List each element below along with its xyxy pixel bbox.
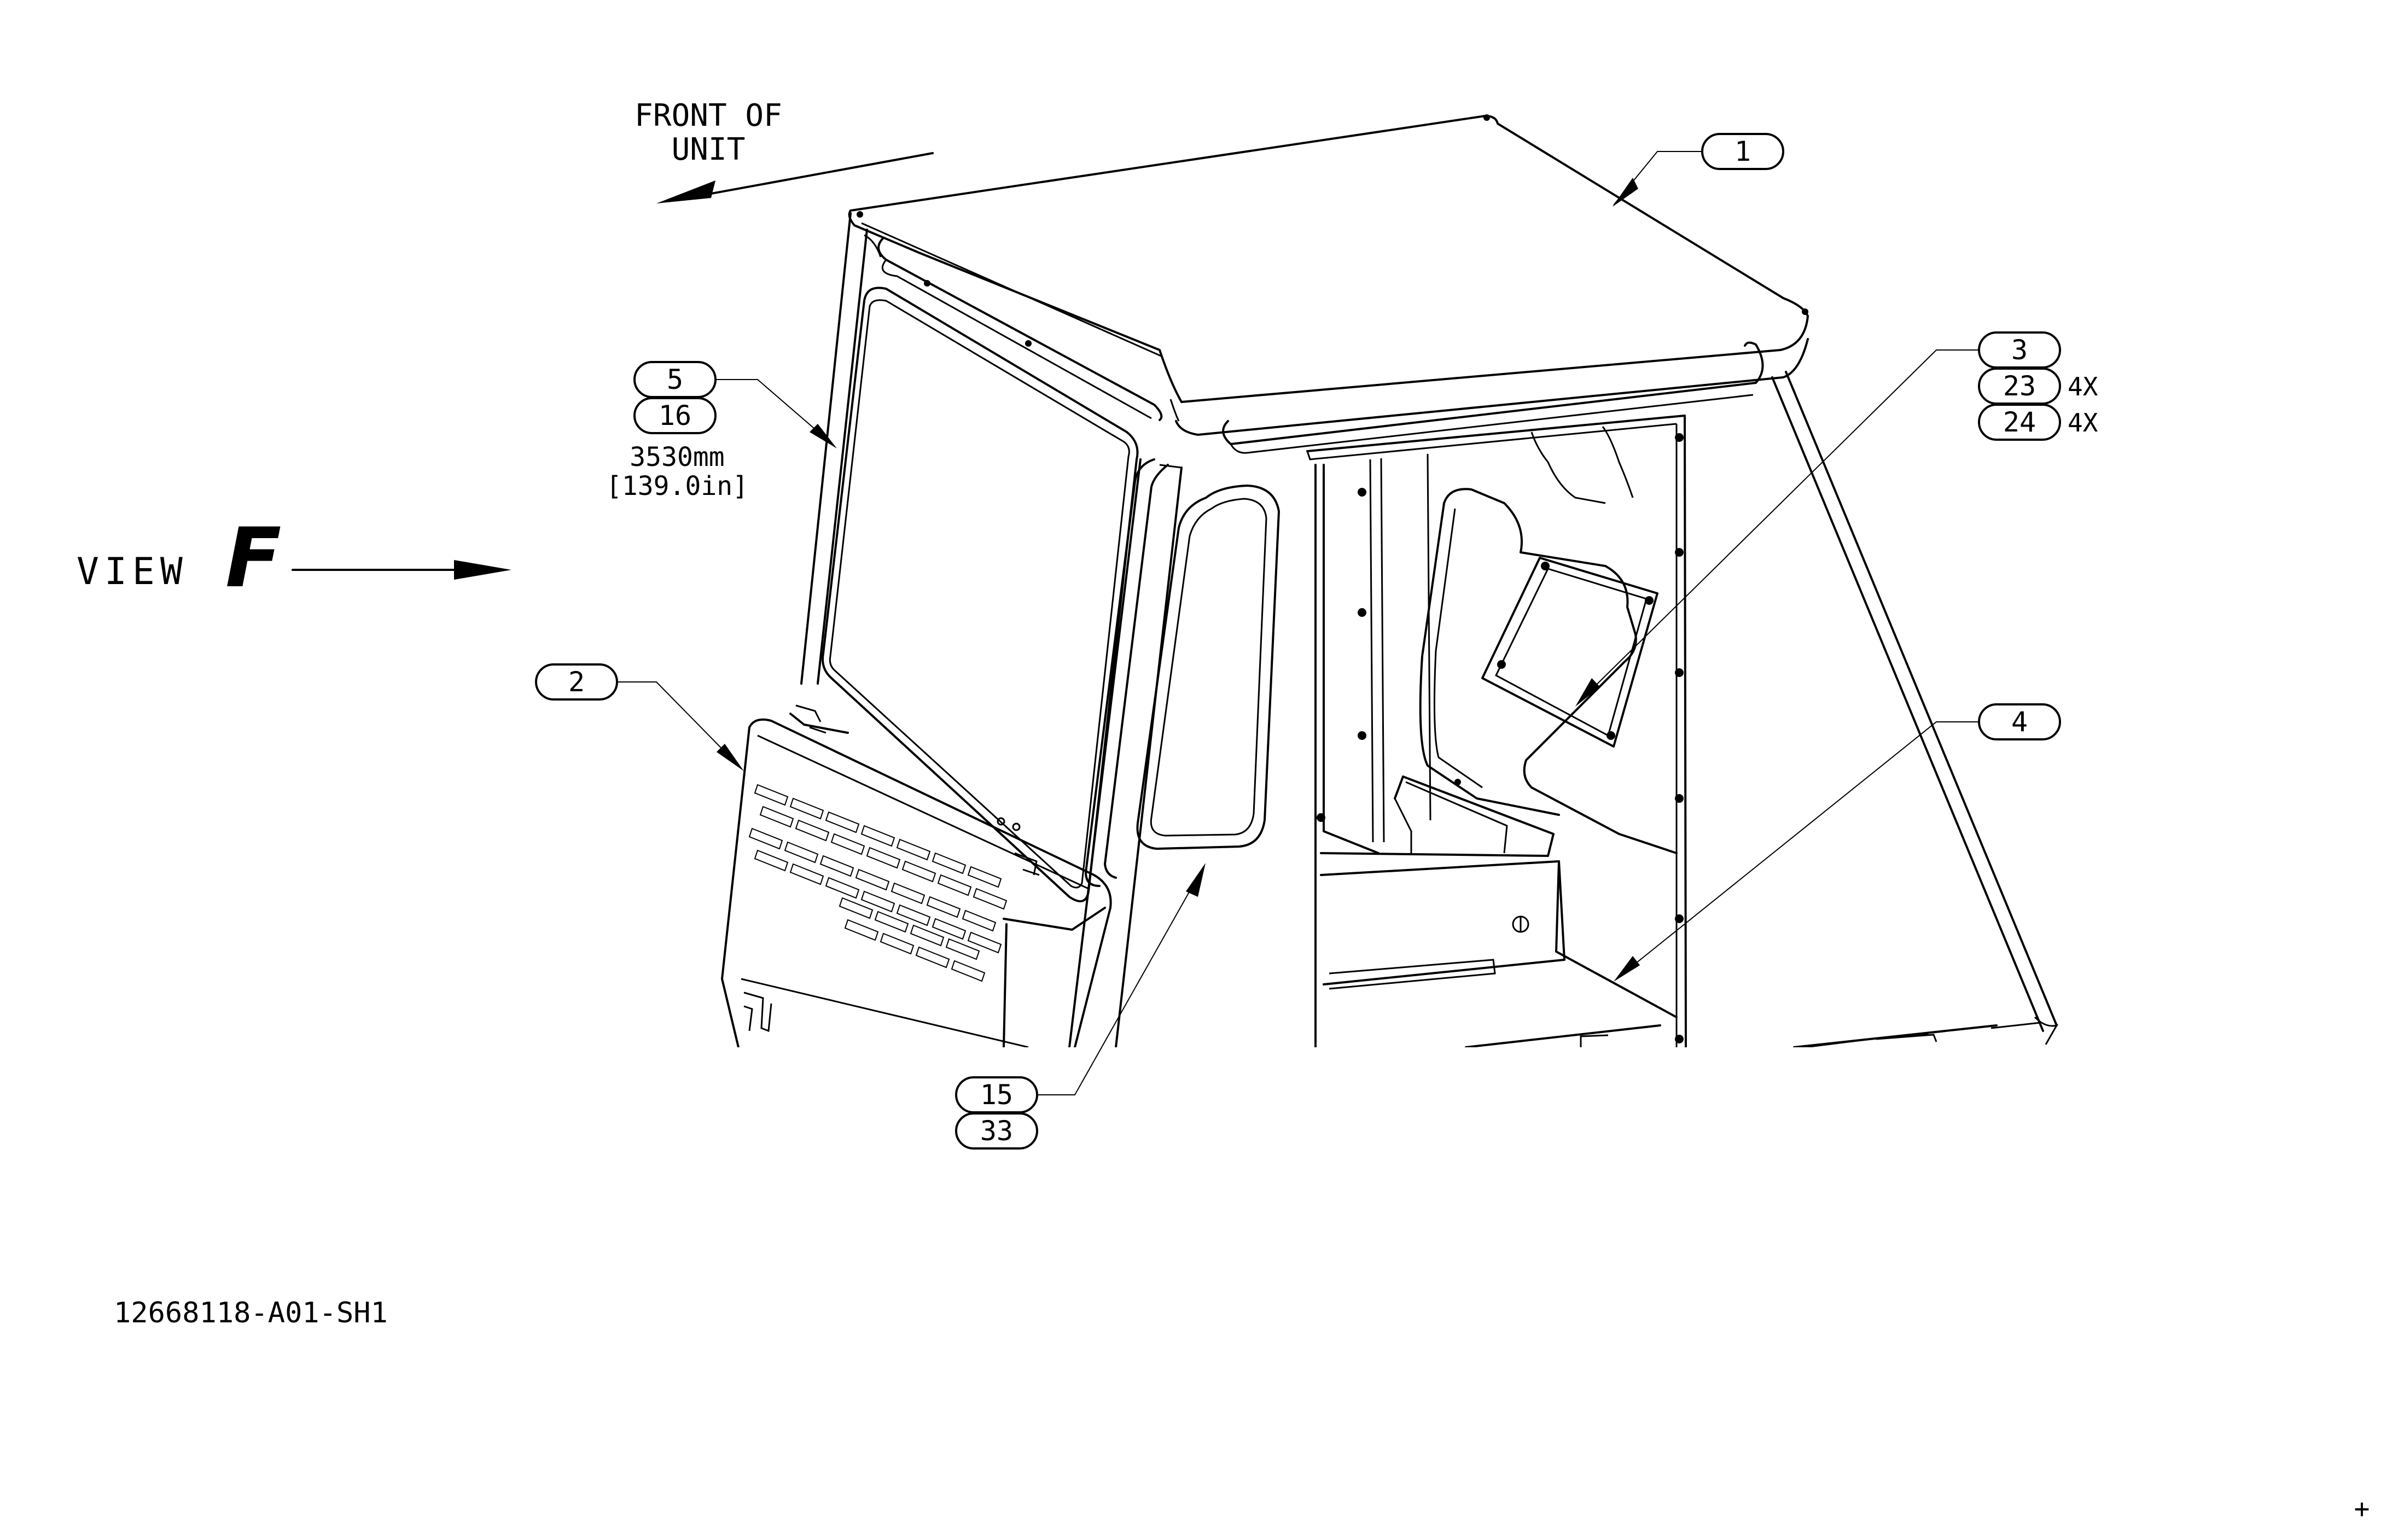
callout-2: 2: [535, 663, 744, 771]
cab-illustration: [721, 114, 2059, 1047]
view-f-label: VIEW F: [77, 511, 281, 606]
callout-3-23-24: 3 23 24 4X 4X: [1575, 331, 2098, 707]
svg-text:5: 5: [667, 364, 683, 395]
svg-text:UNIT: UNIT: [672, 132, 746, 167]
svg-text:1: 1: [1735, 136, 1751, 167]
svg-text:3530mm: 3530mm: [630, 442, 724, 472]
view-f-arrow: [292, 560, 511, 580]
svg-text:15: 15: [980, 1079, 1013, 1111]
svg-text:4X: 4X: [2068, 408, 2098, 438]
callout-4: 4: [1614, 703, 2061, 982]
svg-text:24: 24: [2003, 406, 2036, 438]
svg-text:4X: 4X: [2068, 372, 2098, 401]
svg-text:F: F: [225, 511, 281, 606]
vent-slots: [748, 784, 1008, 982]
corner-mark: +: [2354, 1494, 2370, 1524]
svg-text:16: 16: [659, 400, 691, 431]
svg-text:3: 3: [2011, 334, 2028, 366]
svg-text:FRONT OF: FRONT OF: [635, 98, 782, 133]
front-of-unit-label: FRONT OF UNIT: [635, 98, 782, 167]
svg-text:VIEW: VIEW: [77, 550, 188, 593]
svg-text:4: 4: [2011, 706, 2028, 738]
svg-text:23: 23: [2003, 370, 2036, 402]
svg-text:[139.0in]: [139.0in]: [606, 471, 748, 501]
front-of-unit-arrow: [656, 152, 934, 203]
svg-text:2: 2: [568, 666, 585, 698]
callout-1: 1: [1613, 133, 1784, 207]
drawing-number: 12668118-A01-SH1: [114, 1297, 388, 1329]
callout-5-16: 5 16: [633, 361, 837, 448]
svg-text:33: 33: [980, 1115, 1013, 1147]
dimension-label: 3530mm [139.0in]: [606, 442, 748, 501]
callout-15-33: 15 33: [955, 863, 1206, 1150]
